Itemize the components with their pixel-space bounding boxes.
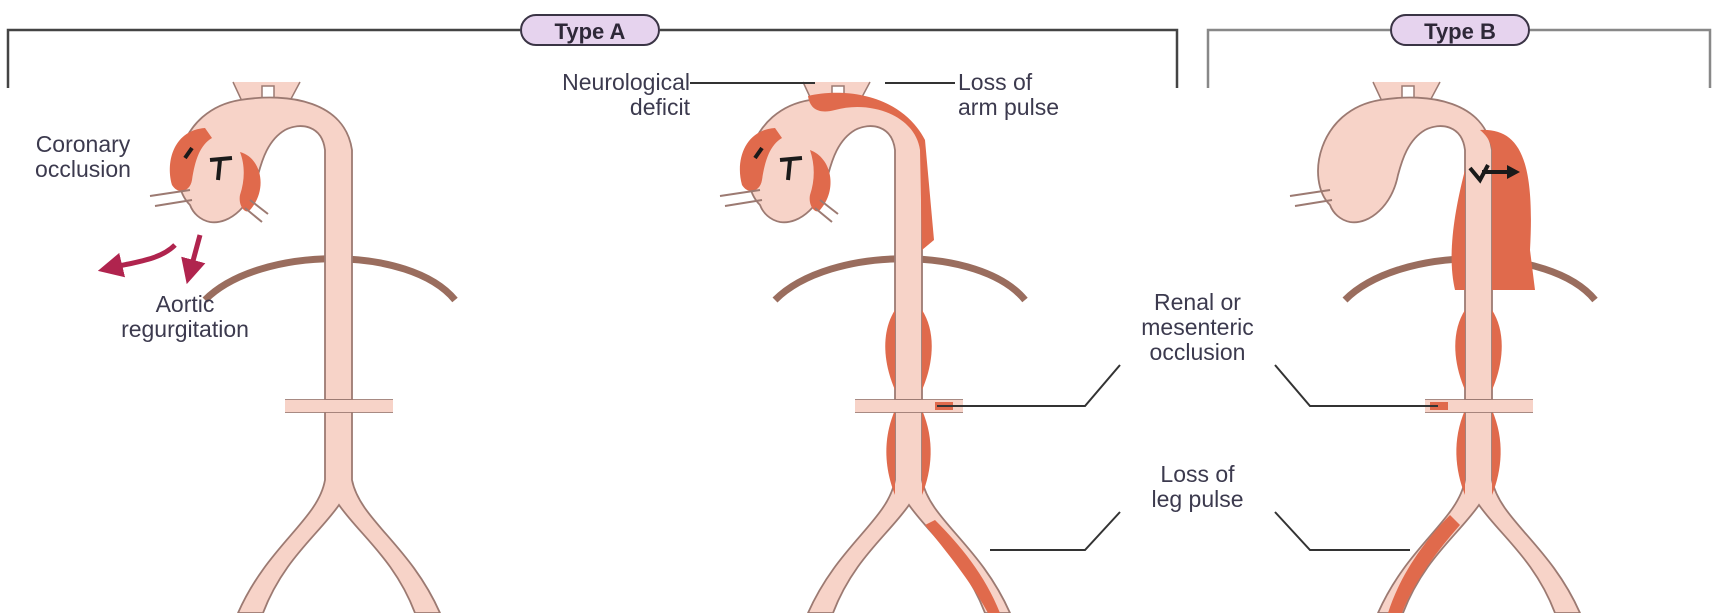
regurgitation-arrow — [110, 245, 175, 268]
aorta-diagram-type-b — [1290, 82, 1595, 613]
loss-of-leg-pulse-label: Loss of leg pulse — [1110, 462, 1285, 512]
aorta-diagram-type-a-extended — [720, 82, 1025, 613]
coronary-occlusion-label: Coronary occlusion — [8, 132, 158, 182]
type-a-header: Type A — [520, 14, 660, 46]
neurological-deficit-label: Neurological deficit — [490, 70, 690, 120]
renal-mesenteric-occlusion-label: Renal or mesenteric occlusion — [1110, 290, 1285, 365]
aortic-regurgitation-label: Aortic regurgitation — [100, 292, 270, 342]
loss-of-arm-pulse-label: Loss of arm pulse — [958, 70, 1118, 120]
type-b-header: Type B — [1390, 14, 1530, 46]
regurgitation-arrow — [190, 235, 200, 272]
aorta-diagram-type-a-ascending — [110, 82, 455, 613]
